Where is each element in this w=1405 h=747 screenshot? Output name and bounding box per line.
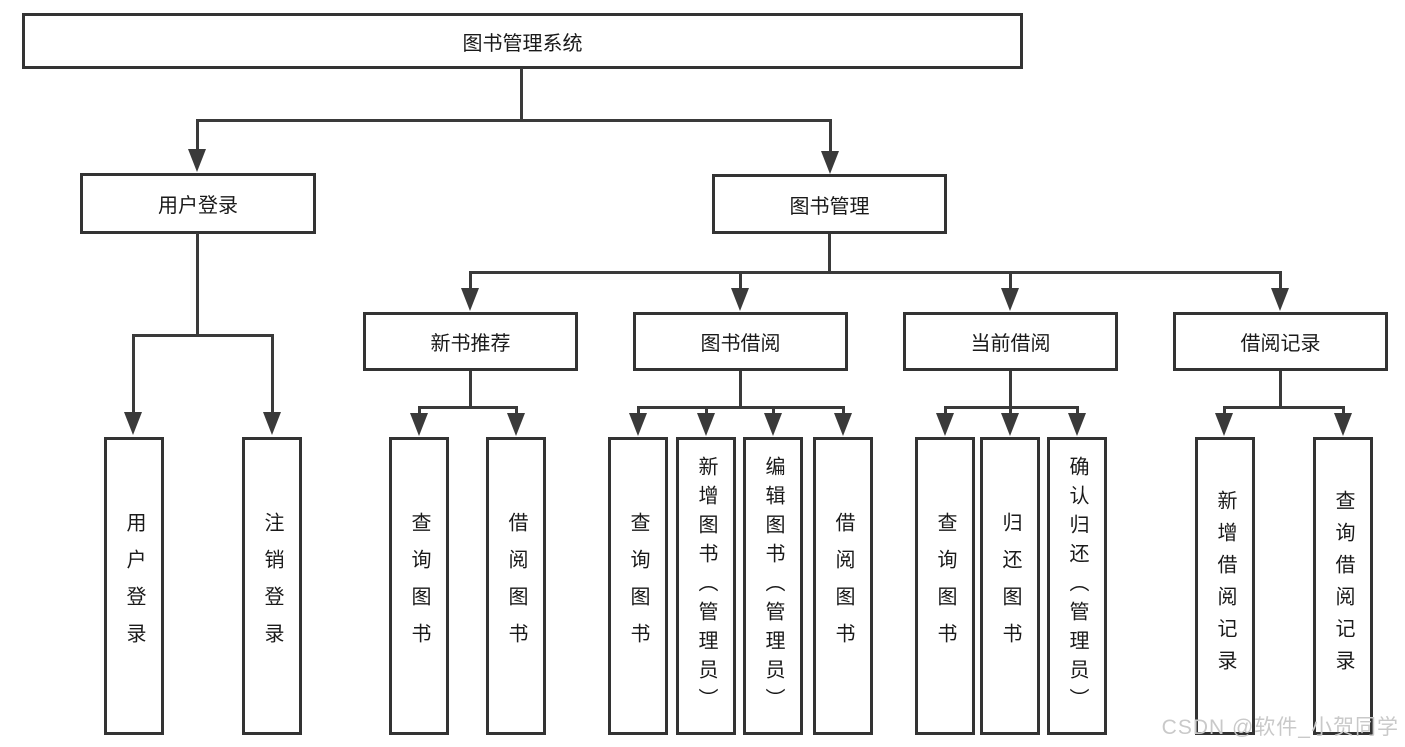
connector-new-books-stem (469, 371, 472, 409)
leaf-newbooks-borrow-books-label: 借阅图书 (505, 512, 527, 660)
csdn-watermark: CSDN @软件_小贺同学 (1161, 716, 1399, 739)
arrow-to-new-books (461, 288, 479, 311)
node-book-management: 图书管理 (712, 174, 947, 234)
leaf-add-borrow-record-label: 新增借阅记录 (1214, 490, 1236, 682)
connector-leaf-line (944, 406, 947, 415)
arrow-to-records (1271, 288, 1289, 311)
leaf-add-borrow-record: 新增借阅记录 (1195, 437, 1255, 735)
leaf-newbooks-query-books: 查询图书 (389, 437, 449, 735)
arrow-to-leaf-confirm-return (1068, 413, 1086, 436)
connector-records-stem (1279, 371, 1282, 409)
leaf-user-login: 用户登录 (104, 437, 164, 735)
leaf-edit-books-admin-label: 编辑图书（管理员） (762, 455, 784, 717)
connector-leaf-line (842, 406, 845, 415)
connector-to-leaf-logout-line (271, 334, 274, 414)
leaf-current-query-books: 查询图书 (915, 437, 975, 735)
connector-to-borrow-line (739, 271, 742, 290)
connector-book-mgmt-stem (828, 234, 831, 273)
connector-leaf-line (418, 406, 421, 415)
node-user-login: 用户登录 (80, 173, 316, 234)
connector-leaf-line (1009, 406, 1012, 415)
arrow-to-leaf-query-record (1334, 413, 1352, 436)
arrow-to-leaf-borrow-books (834, 413, 852, 436)
connector-new-books-bar (418, 406, 518, 409)
connector-book-mgmt-bar (469, 271, 1282, 274)
node-library-management-system: 图书管理系统 (22, 13, 1023, 69)
node-borrow-records: 借阅记录 (1173, 312, 1388, 371)
connector-records-bar (1223, 406, 1345, 409)
arrow-to-book-mgmt (821, 151, 839, 174)
leaf-user-login-label: 用户登录 (123, 512, 145, 660)
node-new-book-recommend: 新书推荐 (363, 312, 578, 371)
node-book-borrow: 图书借阅 (633, 312, 848, 371)
connector-leaf-line (1076, 406, 1079, 415)
leaf-add-books-admin-label: 新增图书（管理员） (695, 455, 717, 717)
arrow-to-leaf-user-login (124, 412, 142, 435)
leaf-borrow-query-books: 查询图书 (608, 437, 668, 735)
connector-root-stem (520, 68, 523, 120)
connector-leaf-line (705, 406, 708, 415)
connector-current-stem (1009, 371, 1012, 409)
connector-to-records-line (1279, 271, 1282, 290)
leaf-return-books-label: 归还图书 (999, 512, 1021, 660)
arrow-to-leaf-logout (263, 412, 281, 435)
leaf-query-borrow-record-label: 查询借阅记录 (1332, 490, 1354, 682)
arrow-to-leaf-return-books (1001, 413, 1019, 436)
arrow-to-user-login (188, 149, 206, 172)
connector-leaf-line (1342, 406, 1345, 415)
connector-user-login-stem (196, 233, 199, 336)
connector-root-bar (196, 119, 832, 122)
arrow-to-current (1001, 288, 1019, 311)
connector-leaf-line (1223, 406, 1226, 415)
connector-to-leaf-user-login-line (132, 334, 135, 414)
leaf-newbooks-query-books-label: 查询图书 (408, 512, 430, 660)
leaf-borrow-query-books-label: 查询图书 (627, 512, 649, 660)
leaf-edit-books-admin: 编辑图书（管理员） (743, 437, 803, 735)
connector-user-login-bar (132, 334, 274, 337)
connector-leaf-line (515, 406, 518, 415)
leaf-current-query-books-label: 查询图书 (934, 512, 956, 660)
leaf-query-borrow-record: 查询借阅记录 (1313, 437, 1373, 735)
arrow-to-leaf-newbooks-query (410, 413, 428, 436)
arrow-to-leaf-newbooks-borrow (507, 413, 525, 436)
connector-leaf-line (637, 406, 640, 415)
leaf-logout-label: 注销登录 (261, 512, 283, 660)
arrow-to-leaf-add-record (1215, 413, 1233, 436)
node-current-borrow: 当前借阅 (903, 312, 1118, 371)
arrow-to-leaf-add-books (697, 413, 715, 436)
connector-borrow-stem (739, 371, 742, 409)
connector-to-current-line (1009, 271, 1012, 290)
leaf-confirm-return-admin: 确认归还（管理员） (1047, 437, 1107, 735)
connector-to-user-login-line (196, 119, 199, 151)
arrow-to-borrow (731, 288, 749, 311)
leaf-newbooks-borrow-books: 借阅图书 (486, 437, 546, 735)
leaf-logout: 注销登录 (242, 437, 302, 735)
leaf-add-books-admin: 新增图书（管理员） (676, 437, 736, 735)
connector-leaf-line (772, 406, 775, 415)
leaf-confirm-return-admin-label: 确认归还（管理员） (1066, 455, 1088, 717)
connector-to-new-books-line (469, 271, 472, 290)
leaf-borrow-books: 借阅图书 (813, 437, 873, 735)
connector-to-book-mgmt-line (829, 119, 832, 152)
arrow-to-leaf-borrow-query (629, 413, 647, 436)
arrow-to-leaf-edit-books (764, 413, 782, 436)
leaf-return-books: 归还图书 (980, 437, 1040, 735)
arrow-to-leaf-current-query (936, 413, 954, 436)
connector-borrow-bar (637, 406, 845, 409)
leaf-borrow-books-label: 借阅图书 (832, 512, 854, 660)
